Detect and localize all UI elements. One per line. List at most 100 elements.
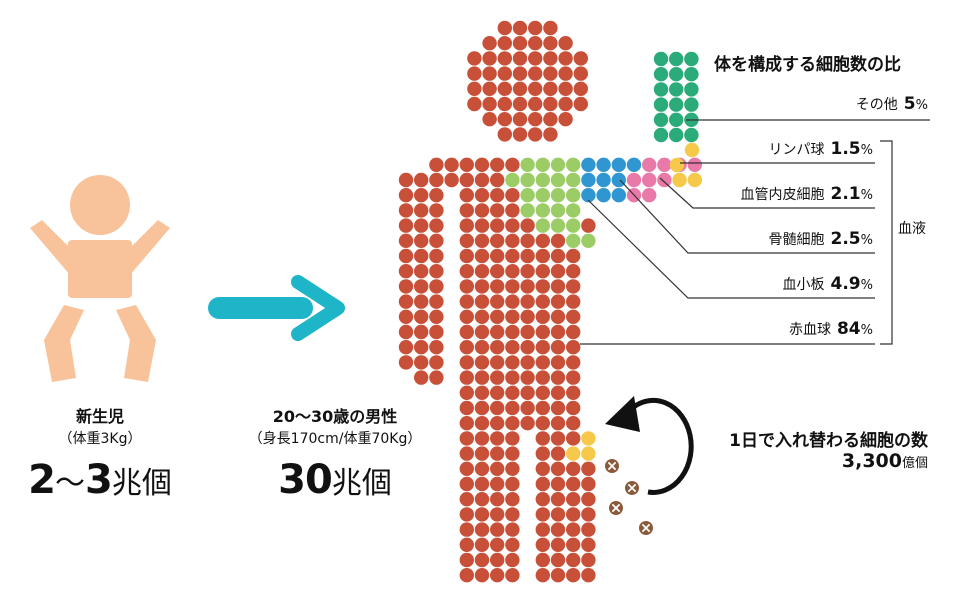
legend-label-other: その他 [855,97,898,113]
cell-dot [505,400,520,416]
cell-dot [505,416,520,431]
cell-dot [535,172,550,188]
cell-dot [398,172,414,188]
cell-dot [550,157,566,172]
cell-dot [482,81,497,97]
cell-dot [505,218,520,233]
cell-dot [520,248,535,264]
cell-dot [459,355,474,370]
cell-dot [566,157,581,172]
cell-dot-other [653,112,669,128]
newborn-count-low: 2 [28,457,56,503]
cell-dot [505,522,520,537]
adult-count-number: 30 [278,457,333,503]
cell-dot [550,172,566,188]
cell-dot [414,294,429,309]
cell-dot [566,279,581,294]
cell-dot [474,309,490,324]
cell-dot [459,324,474,340]
legend-value-other: 5 [903,94,916,114]
cell-dot-other [669,67,684,82]
legend-label-red-cell: 赤血球 [788,322,831,338]
cell-dot [535,476,550,492]
legend-label-platelet: 血小板 [782,277,825,293]
cell-dot [429,370,444,385]
cell-dot [611,188,626,203]
cell-dot [414,218,429,233]
cell-dot [474,507,490,522]
cell-dot [398,294,414,309]
cell-dot [543,81,558,97]
turnover-arrow-arc [628,398,694,495]
cell-dot [429,340,444,355]
newborn-count-high: 3 [85,457,113,503]
cell-dot [505,172,520,188]
cell-dot [490,294,505,309]
cell-dot [414,340,429,355]
cell-dot [550,340,566,355]
cell-dot [497,66,512,81]
cell-dot [566,218,581,233]
cell-dot [490,507,505,522]
cell-dot [429,309,444,324]
cell-dot [543,96,558,112]
legend-title: 体を構成する細胞数の比 [714,55,901,75]
cell-dot [398,324,414,340]
cell-dot [535,324,550,340]
cell-dot [581,461,596,476]
cell-dot [459,385,474,400]
cell-dot [550,446,566,461]
growth-arrow-head [291,275,345,341]
legend-percent-bone-marrow: % [860,233,873,248]
cell-dot [414,264,429,279]
cell-dot [459,416,474,431]
cell-dot [566,492,581,507]
cell-dot [672,172,687,188]
turnover-value: 3,300 [841,450,902,472]
cell-dot [497,81,512,97]
cell-dot [429,157,444,172]
cell-dot [535,492,550,507]
cell-dot [520,233,535,248]
cell-dot [505,340,520,355]
cell-dot [398,188,414,203]
cell-dot [535,370,550,385]
cell-dot [596,188,611,203]
cell-dot [566,324,581,340]
cell-dot [474,568,490,583]
cell-dot [490,400,505,416]
cell-dot [459,492,474,507]
legend-label-lymphocyte: リンパ球 [768,142,825,158]
cell-dot-other [653,97,669,112]
dying-cell [609,501,623,515]
baby-left-leg [44,305,84,382]
cell-dot [550,537,566,552]
cell-dot [490,492,505,507]
cell-dot [566,188,581,203]
cell-dot [474,324,490,340]
cell-dot [550,370,566,385]
cell-dot [581,522,596,537]
cell-dot [566,416,581,431]
cell-dot [459,400,474,416]
cell-dot [490,172,505,188]
cell-dot [444,157,459,172]
cell-dot [558,66,573,81]
cell-dot [429,279,444,294]
cell-dot [505,431,520,446]
cell-dot [535,416,550,431]
cell-dot [459,294,474,309]
cell-dot [482,51,497,66]
cell-dot [459,507,474,522]
dying-cell-mark [611,503,621,513]
cell-dot [566,385,581,400]
cell-dot [543,127,558,142]
cell-dot [474,233,490,248]
cell-dot [550,233,566,248]
cell-dot [474,385,490,400]
cell-dot [474,476,490,492]
cell-dot [398,279,414,294]
